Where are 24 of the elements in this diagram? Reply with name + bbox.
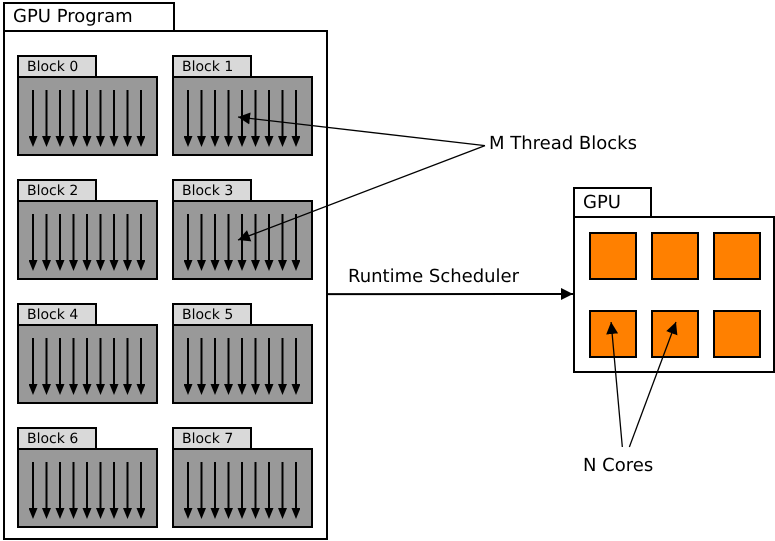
block-label: Block 3 [172,179,252,202]
edge-label: Runtime Scheduler [348,266,520,287]
annotation-label: N Cores [583,455,654,476]
core-square [713,232,761,280]
annotation-label: M Thread Blocks [489,133,637,154]
block-label: Block 7 [172,427,252,450]
core-square [651,232,699,280]
leader-line [606,322,623,448]
leader-line [628,322,678,448]
core-square [713,310,761,358]
title-tab: GPU Program [3,2,175,32]
block-label: Block 0 [17,55,97,78]
title-tab: GPU [573,187,652,218]
core-square [589,232,637,280]
block-label: Block 5 [172,303,252,326]
core-square [589,310,637,358]
block-label: Block 2 [17,179,97,202]
leader-line [238,112,486,146]
leader-line [238,145,486,242]
block-label: Block 4 [17,303,97,326]
core-square [651,310,699,358]
arrow [328,288,573,300]
block-label: Block 6 [17,427,97,450]
block-label: Block 1 [172,55,252,78]
